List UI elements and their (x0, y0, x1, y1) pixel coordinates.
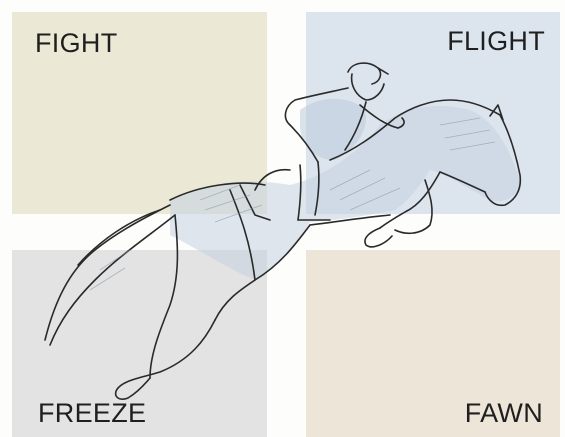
freeze-label: FREEZE (38, 398, 146, 429)
fight-label: FIGHT (35, 28, 118, 59)
horse-body-shading (170, 99, 520, 280)
flight-label: FLIGHT (447, 26, 545, 57)
fawn-label: FAWN (465, 398, 543, 429)
